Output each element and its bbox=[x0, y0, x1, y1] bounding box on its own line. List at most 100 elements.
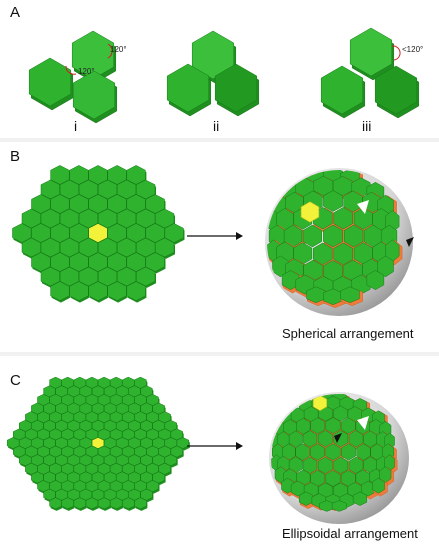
hex-ii-left bbox=[166, 63, 210, 113]
sheet-b-cell bbox=[126, 194, 146, 214]
sphere-c-tile bbox=[333, 430, 349, 448]
sphere-c-tile bbox=[310, 443, 325, 461]
sheet-b-cell bbox=[116, 179, 137, 200]
sheet-b-cell bbox=[31, 223, 51, 243]
sphere-c-tile bbox=[288, 430, 303, 448]
hex-i-left bbox=[28, 57, 72, 107]
hex-ii-top bbox=[191, 30, 235, 80]
angle-label-i-top: 120° bbox=[110, 45, 127, 54]
sphere-c-tile bbox=[295, 443, 310, 461]
sheet-b-cell bbox=[69, 281, 89, 301]
panel-letter-c: C bbox=[10, 372, 21, 389]
sphere-b-tile bbox=[377, 255, 394, 278]
sheet-b-cell bbox=[50, 165, 70, 185]
sheet-b-cell bbox=[164, 223, 184, 243]
sheet-b-cell bbox=[145, 194, 165, 214]
panel-divider-a-b bbox=[0, 138, 439, 142]
sheet-b-cell bbox=[40, 266, 60, 287]
sheet-b-cell bbox=[107, 252, 127, 272]
sheet-b-cell bbox=[107, 165, 127, 185]
sheet-b-cell bbox=[97, 179, 118, 200]
sphere-c-defect-marker bbox=[334, 433, 342, 443]
sheet-b-cell bbox=[136, 208, 156, 229]
sphere-b-tile bbox=[340, 286, 360, 303]
panel-divider-b-c bbox=[0, 352, 439, 356]
sphere-c-tile bbox=[372, 477, 385, 494]
sheet-b-cell bbox=[126, 252, 146, 272]
sheet-b-cell bbox=[40, 208, 60, 229]
sheet-b-cell bbox=[59, 237, 80, 258]
sheet-b-cell bbox=[88, 165, 108, 185]
sphere-c-tile bbox=[333, 405, 348, 422]
sphere-b-tiles bbox=[267, 170, 403, 309]
sheet-b-cell bbox=[155, 237, 175, 258]
sphere-c-tile bbox=[302, 430, 318, 448]
sheet-c-cell bbox=[109, 497, 123, 510]
sphere-c-tile bbox=[333, 456, 349, 474]
sheet-b-cell bbox=[97, 266, 118, 287]
sheet-b-cell bbox=[116, 208, 137, 229]
sphere-b-tile bbox=[302, 224, 323, 248]
sphere-b-tile bbox=[323, 224, 343, 248]
sheet-b-cell bbox=[97, 237, 118, 258]
sphere-c-tile bbox=[352, 491, 368, 506]
sheet-c-cell bbox=[176, 437, 190, 449]
sphere-c-marked-cell bbox=[312, 394, 328, 412]
sphere-b-tile bbox=[333, 242, 354, 265]
sheet-b-cell bbox=[126, 281, 146, 301]
sheet-b-cell bbox=[107, 223, 127, 243]
sphere-c-tile bbox=[317, 430, 333, 448]
sheet-b-cell bbox=[78, 266, 99, 287]
sheet-b-cell bbox=[50, 252, 70, 272]
sheet-b-cell bbox=[31, 252, 51, 272]
sheet-b-cell bbox=[145, 252, 165, 272]
sheet-b-cell bbox=[31, 194, 51, 214]
panel-a-diagram-ii bbox=[166, 30, 259, 117]
sheet-b-cell bbox=[107, 194, 127, 214]
sheet-b-cell bbox=[145, 223, 165, 243]
angle-arc-i-center bbox=[65, 65, 77, 75]
sheet-b-cell bbox=[59, 208, 80, 229]
sphere-b-tile bbox=[272, 255, 289, 278]
sheet-b-cell bbox=[40, 237, 60, 258]
sphere-c-opening bbox=[357, 416, 369, 430]
sheet-b-cell bbox=[97, 208, 118, 229]
hex-iii-top bbox=[349, 27, 393, 77]
sphere-b-defect-marker bbox=[406, 237, 414, 247]
sheet-b-cell bbox=[69, 252, 89, 272]
sphere-c-tile bbox=[325, 443, 341, 461]
sphere-b-marked-cell bbox=[300, 201, 320, 223]
sheet-b-cell bbox=[88, 194, 108, 214]
sphere-b bbox=[265, 168, 414, 316]
sheet-b-cell bbox=[126, 165, 146, 185]
sheet-b-cell bbox=[21, 237, 41, 258]
hex-i-right bbox=[72, 70, 116, 120]
caption-ellipsoidal: Ellipsoidal arrangement bbox=[282, 526, 418, 541]
sphere-c-tiles bbox=[271, 394, 398, 512]
angle-label-iii: <120° bbox=[402, 45, 423, 54]
sphere-c-tile bbox=[325, 417, 341, 434]
sphere-c-tile bbox=[310, 417, 326, 434]
arrow-c bbox=[187, 442, 243, 450]
sphere-c-tile bbox=[341, 443, 356, 461]
sphere-b-tile bbox=[306, 286, 326, 303]
label-iii: iii bbox=[362, 118, 372, 134]
label-ii: ii bbox=[213, 118, 220, 134]
angle-arc-iii bbox=[391, 45, 401, 61]
sphere-b-tile bbox=[353, 207, 373, 230]
sheet-b-cell bbox=[155, 208, 175, 229]
hex-iii-right bbox=[374, 65, 418, 115]
hex-iii-left bbox=[320, 65, 364, 115]
sheet-b-cell bbox=[21, 208, 41, 229]
sheet-b-cell bbox=[59, 179, 80, 200]
sphere-c-tile bbox=[281, 477, 294, 494]
sheet-b-cell bbox=[126, 223, 146, 243]
sheet-c-cell bbox=[134, 497, 147, 510]
sheet-b-cell bbox=[50, 281, 70, 301]
sheet-b-center-cell bbox=[88, 223, 108, 243]
caption-spherical: Spherical arrangement bbox=[282, 326, 414, 341]
sheet-b-cell bbox=[136, 266, 156, 287]
sheet-b-cell bbox=[88, 281, 108, 301]
sphere-c-tile bbox=[356, 443, 371, 461]
